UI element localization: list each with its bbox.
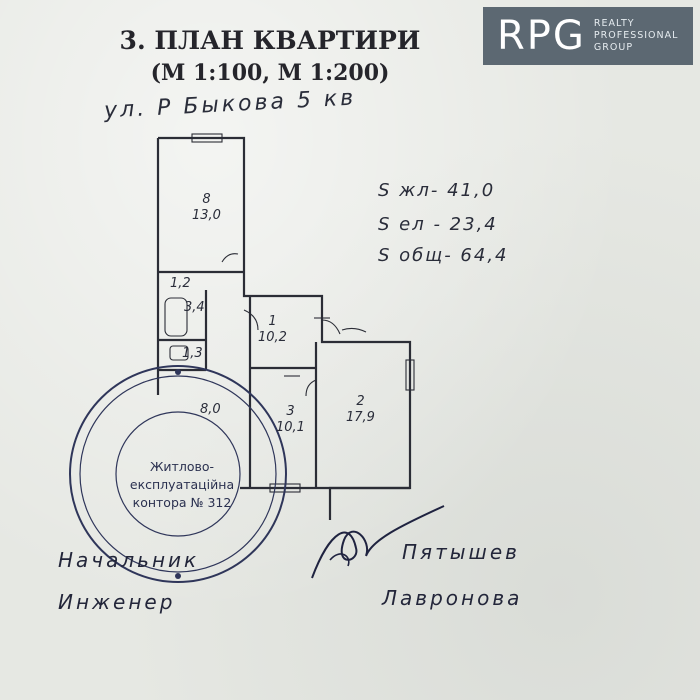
room-2-area: 17,9 <box>346 410 375 425</box>
room-1-area: 10,2 <box>258 330 287 345</box>
logo-mark: RPG <box>497 13 586 59</box>
plan-door-1 <box>243 309 259 331</box>
room-2: 2 17,9 <box>346 394 375 426</box>
plan-door-5 <box>221 253 239 263</box>
room-8-number: 8 <box>202 192 211 207</box>
plan-door-2 <box>321 319 341 335</box>
stamp-line-3: контора № 312 <box>132 495 232 510</box>
area-total: S общ- 64,4 <box>378 245 509 266</box>
scale-note: (М 1:100, М 1:200) <box>150 60 390 86</box>
signature-scribble <box>311 505 445 579</box>
room-1: 1 10,2 <box>258 314 287 346</box>
rpg-logo: RPG REALTY PROFESSIONAL GROUP <box>483 7 693 65</box>
plan-door-4 <box>341 327 367 333</box>
plan-window-right <box>405 359 415 391</box>
plan-window-top <box>191 133 223 143</box>
room-8-area: 13,0 <box>192 208 221 223</box>
room-1-number: 1 <box>268 314 277 329</box>
room-3-number: 3 <box>286 404 295 419</box>
room-2-number: 2 <box>356 394 365 409</box>
head-name: Пятышев <box>402 540 520 564</box>
stamp-line-1: Житлово- <box>149 459 215 474</box>
wc-area-value: 1,3 <box>182 346 203 361</box>
area-living: S жл- 41,0 <box>378 180 496 201</box>
corridor-area-value: 8,0 <box>200 402 221 417</box>
logo-line-1: REALTY <box>593 18 635 29</box>
engineer-label: Инженер <box>58 590 176 614</box>
room-12-label: 1,2 <box>170 276 191 292</box>
page-title: 3. ПЛАН КВАРТИРИ <box>119 26 421 55</box>
head-label: Начальник <box>58 548 200 572</box>
room-3-area: 10,1 <box>276 420 305 435</box>
plan-bathtub <box>164 297 188 337</box>
room-8: 8 13,0 <box>192 192 221 224</box>
room-3: 3 10,1 <box>276 404 305 436</box>
corridor-area: 8,0 <box>200 402 221 418</box>
engineer-name: Лавронова <box>382 586 523 610</box>
signature-scribble-2 <box>329 553 350 567</box>
area-auxiliary: S ел - 23,4 <box>378 214 498 235</box>
plan-sink <box>169 345 189 361</box>
stamp-line-2: експлуатаційна <box>129 477 235 492</box>
bath-area: 3,4 <box>184 300 205 316</box>
round-stamp <box>69 365 287 583</box>
bath-area-value: 3,4 <box>184 300 205 315</box>
wc-area: 1,3 <box>182 346 203 362</box>
room-12-number: 1,2 <box>170 276 191 291</box>
logo-text: REALTY PROFESSIONAL GROUP <box>594 18 679 54</box>
logo-line-3: GROUP <box>593 42 634 53</box>
stamp-center-text: Житлово- експлуатаційна контора № 312 <box>118 458 246 512</box>
plan-door-3 <box>305 379 317 397</box>
logo-line-2: PROFESSIONAL <box>593 30 679 41</box>
